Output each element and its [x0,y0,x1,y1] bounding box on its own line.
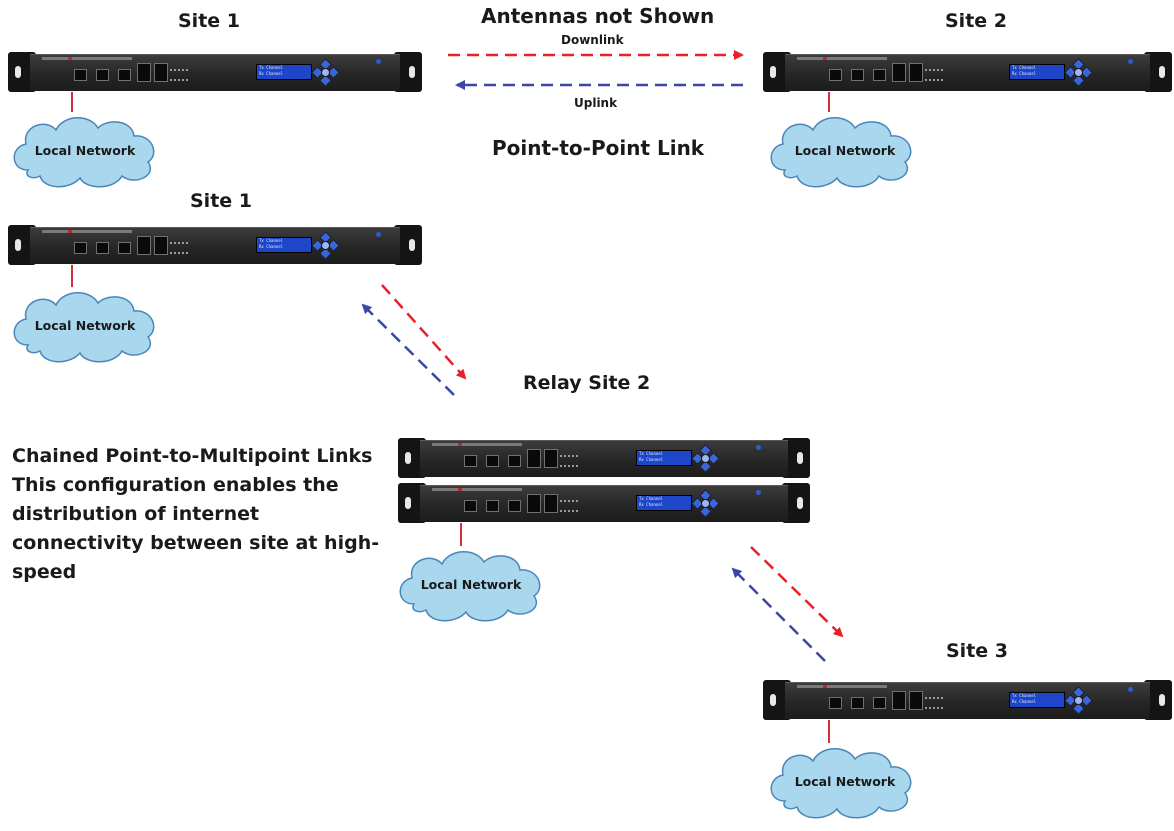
uplink-arrow-relay-site1 [361,303,455,396]
cloud-label: Local Network [35,143,136,158]
antennas-note: Antennas not Shown [481,4,715,28]
description-line: This configuration enables the [12,474,339,496]
description-line: speed [12,561,77,583]
description-line: connectivity between site at high- [12,532,380,554]
description-line: distribution of internet [12,503,260,525]
site-1-label-top: Site 1 [178,10,241,32]
site-1-label-chain: Site 1 [190,190,253,212]
point-to-point-title: Point-to-Point Link [492,136,705,160]
relay-site-label: Relay Site 2 [523,372,651,394]
uplink-arrow-site3-relay [731,567,826,662]
site-3-label: Site 3 [946,640,1009,662]
network-cloud-icon: Local Network [399,551,541,622]
downlink-arrow-relay-site3 [750,546,844,638]
cloud-label: Local Network [795,774,896,789]
cloud-label: Local Network [35,318,136,333]
network-cloud-icon: Local Network [13,292,155,363]
chained-description: Chained Point-to-Multipoint Links This c… [12,442,392,587]
site-2-label: Site 2 [945,10,1008,32]
cloud-label: Local Network [795,143,896,158]
description-line: Chained Point-to-Multipoint Links [12,445,373,467]
downlink-arrow-site1-relay [381,284,467,380]
network-cloud-icon: Local Network [770,117,912,188]
cloud-label: Local Network [421,577,522,592]
uplink-label: Uplink [574,96,618,110]
network-cloud-icon: Local Network [13,117,155,188]
downlink-label: Downlink [561,33,624,47]
network-cloud-icon: Local Network [770,748,912,819]
